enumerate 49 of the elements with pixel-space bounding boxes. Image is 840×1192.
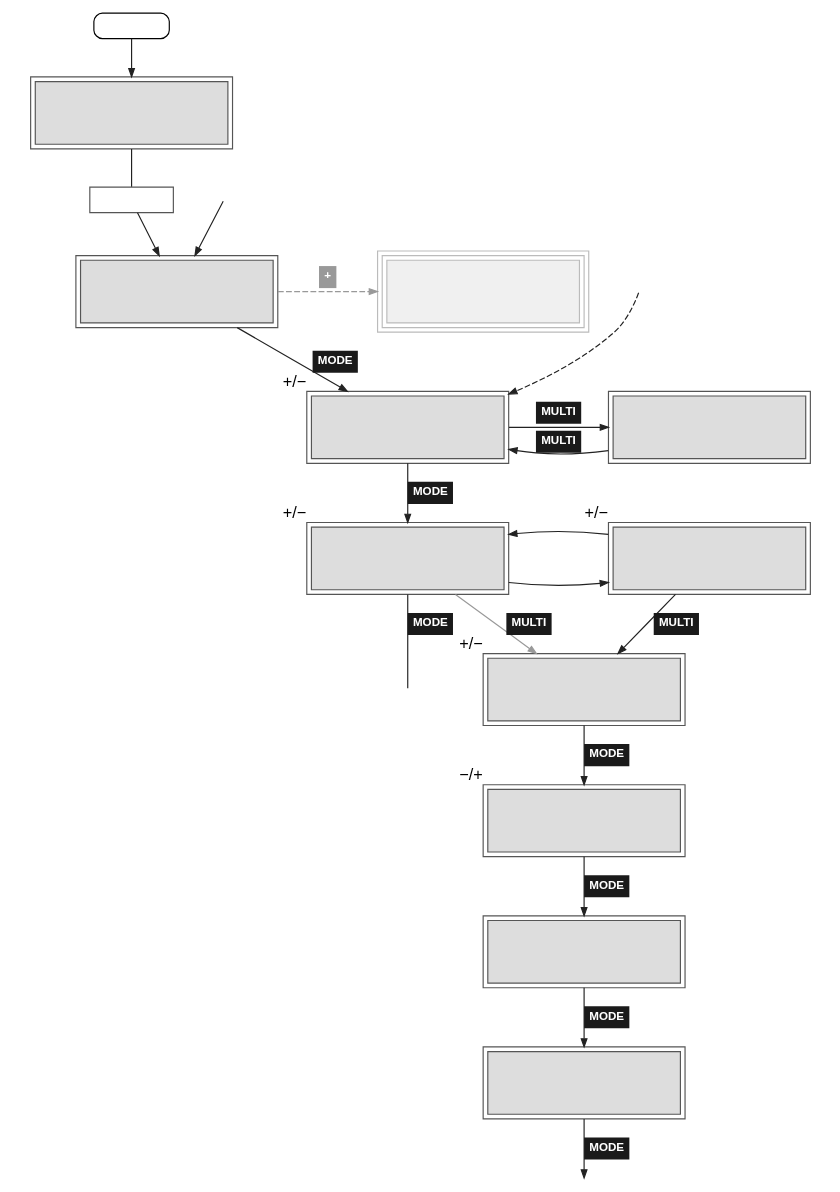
arrow [616,593,676,655]
edge-label: MODE [412,615,448,629]
arrow [579,1118,588,1180]
node-label: +/− [458,634,483,653]
arrow [579,725,588,787]
node-box [92,12,170,40]
connector [130,148,132,188]
edge-label: MODE [588,1139,624,1153]
arrow [506,292,639,395]
edge-label: MODE [588,746,624,760]
node-box [376,250,589,333]
node-label: +/− [584,503,608,522]
node-box [88,186,174,214]
node-box [482,1046,686,1120]
arrow [507,423,610,431]
arrow [506,447,609,455]
arrow [507,579,610,588]
edge-label: MULTI [540,404,576,418]
edge-label: MODE [317,353,353,367]
edge-label: MULTI [540,433,576,447]
edge-label: MULTI [658,615,693,629]
edge-label: MODE [412,484,448,498]
node-box [607,390,811,464]
node-box [74,255,278,329]
edge-label: MODE [588,877,624,891]
arrow [454,593,538,655]
arrow [579,987,588,1049]
node-box [305,390,509,464]
arrow [506,529,609,538]
arrow [579,856,588,918]
arrow [236,327,349,393]
node-box [482,653,686,727]
edge-label: MULTI [511,615,546,629]
arrow [193,200,224,258]
node-box [482,784,686,858]
node-label: +/− [282,503,306,522]
node-box [305,521,509,595]
node-box [29,76,233,150]
node-box [482,915,686,989]
arrow [403,462,411,525]
arrow [127,38,135,79]
arrow [276,287,379,296]
connector [406,593,408,689]
node-label: +/− [282,371,306,390]
edge-label: MODE [588,1008,624,1022]
edge-label: + [323,268,331,282]
arrow [136,212,160,258]
node-label: −/+ [458,765,483,784]
node-box [607,521,811,595]
